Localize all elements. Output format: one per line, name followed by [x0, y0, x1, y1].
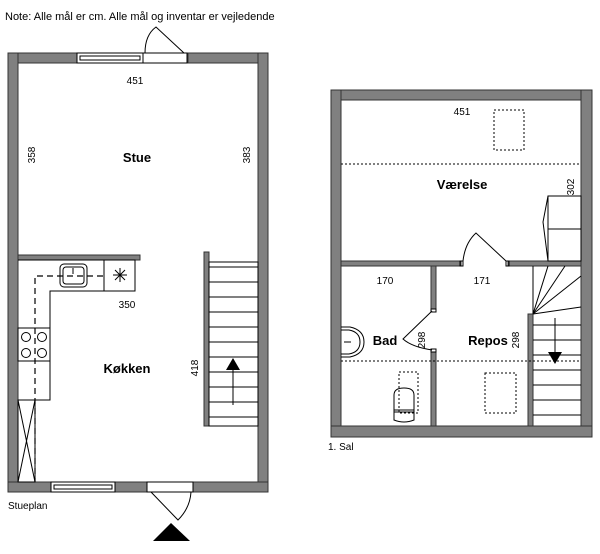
door-top [142, 26, 188, 64]
dim-bath-height: 298 [417, 331, 428, 348]
toilet-icon [393, 371, 419, 423]
dim-landing-height: 298 [511, 331, 522, 348]
staircase-upper [532, 265, 582, 416]
bedroom-door [462, 232, 507, 262]
cabinet-x [17, 399, 36, 483]
cooktop-icon [17, 327, 51, 362]
room-label-stue: Stue [123, 150, 151, 165]
dim-kitchen-height: 418 [190, 359, 201, 376]
bedroom-wall-left [340, 260, 462, 267]
bath-wall-top [430, 265, 437, 310]
room-label-bad: Bad [373, 333, 398, 348]
bedroom-wall-right [507, 260, 582, 267]
dim-right-height: 383 [242, 146, 253, 163]
room-label-vaerelse: Værelse [437, 177, 488, 192]
bath-door [402, 310, 433, 351]
dim-kitchen-width: 350 [119, 300, 136, 311]
stair-up-arrow-icon [226, 358, 240, 370]
room-label-repos: Repos [468, 333, 508, 348]
stair-wall [203, 251, 210, 427]
partition-wall [17, 254, 141, 261]
entrance-arrow-icon [153, 523, 190, 541]
bath-wall-bottom [430, 351, 437, 427]
fridge-icon [113, 268, 127, 282]
caption-stueplan: Stueplan [8, 501, 47, 512]
dim-top-width: 451 [127, 76, 144, 87]
dim-upper-top-width: 451 [454, 107, 471, 118]
stair-down-arrow-icon [548, 352, 562, 364]
window-bottom [50, 481, 116, 493]
dim-left-height: 358 [27, 146, 38, 163]
kitchen-counters [17, 259, 136, 483]
room-label-kokken: Køkken [104, 361, 151, 376]
skylight-landing [484, 372, 517, 414]
skylight-bedroom [493, 109, 525, 151]
ground-floor-plan: 451 358 383 Stue 350 Køkken 418 Stueplan [7, 26, 269, 541]
stair-wall-upper [527, 313, 534, 427]
window-top [76, 52, 144, 64]
door-bottom [146, 481, 194, 521]
note-text: Note: Alle mål er cm. Alle mål og invent… [5, 11, 275, 23]
dim-bedroom-height: 302 [566, 178, 577, 195]
dim-landing-width: 171 [474, 276, 491, 287]
staircase-ground [208, 261, 259, 427]
closet [542, 195, 582, 262]
dim-bath-width: 170 [377, 276, 394, 287]
caption-1-sal: 1. Sal [328, 442, 354, 453]
first-floor-plan: 451 Værelse 302 170 171 Bad 298 Repos 29… [328, 89, 593, 453]
washbasin-icon [341, 326, 365, 358]
